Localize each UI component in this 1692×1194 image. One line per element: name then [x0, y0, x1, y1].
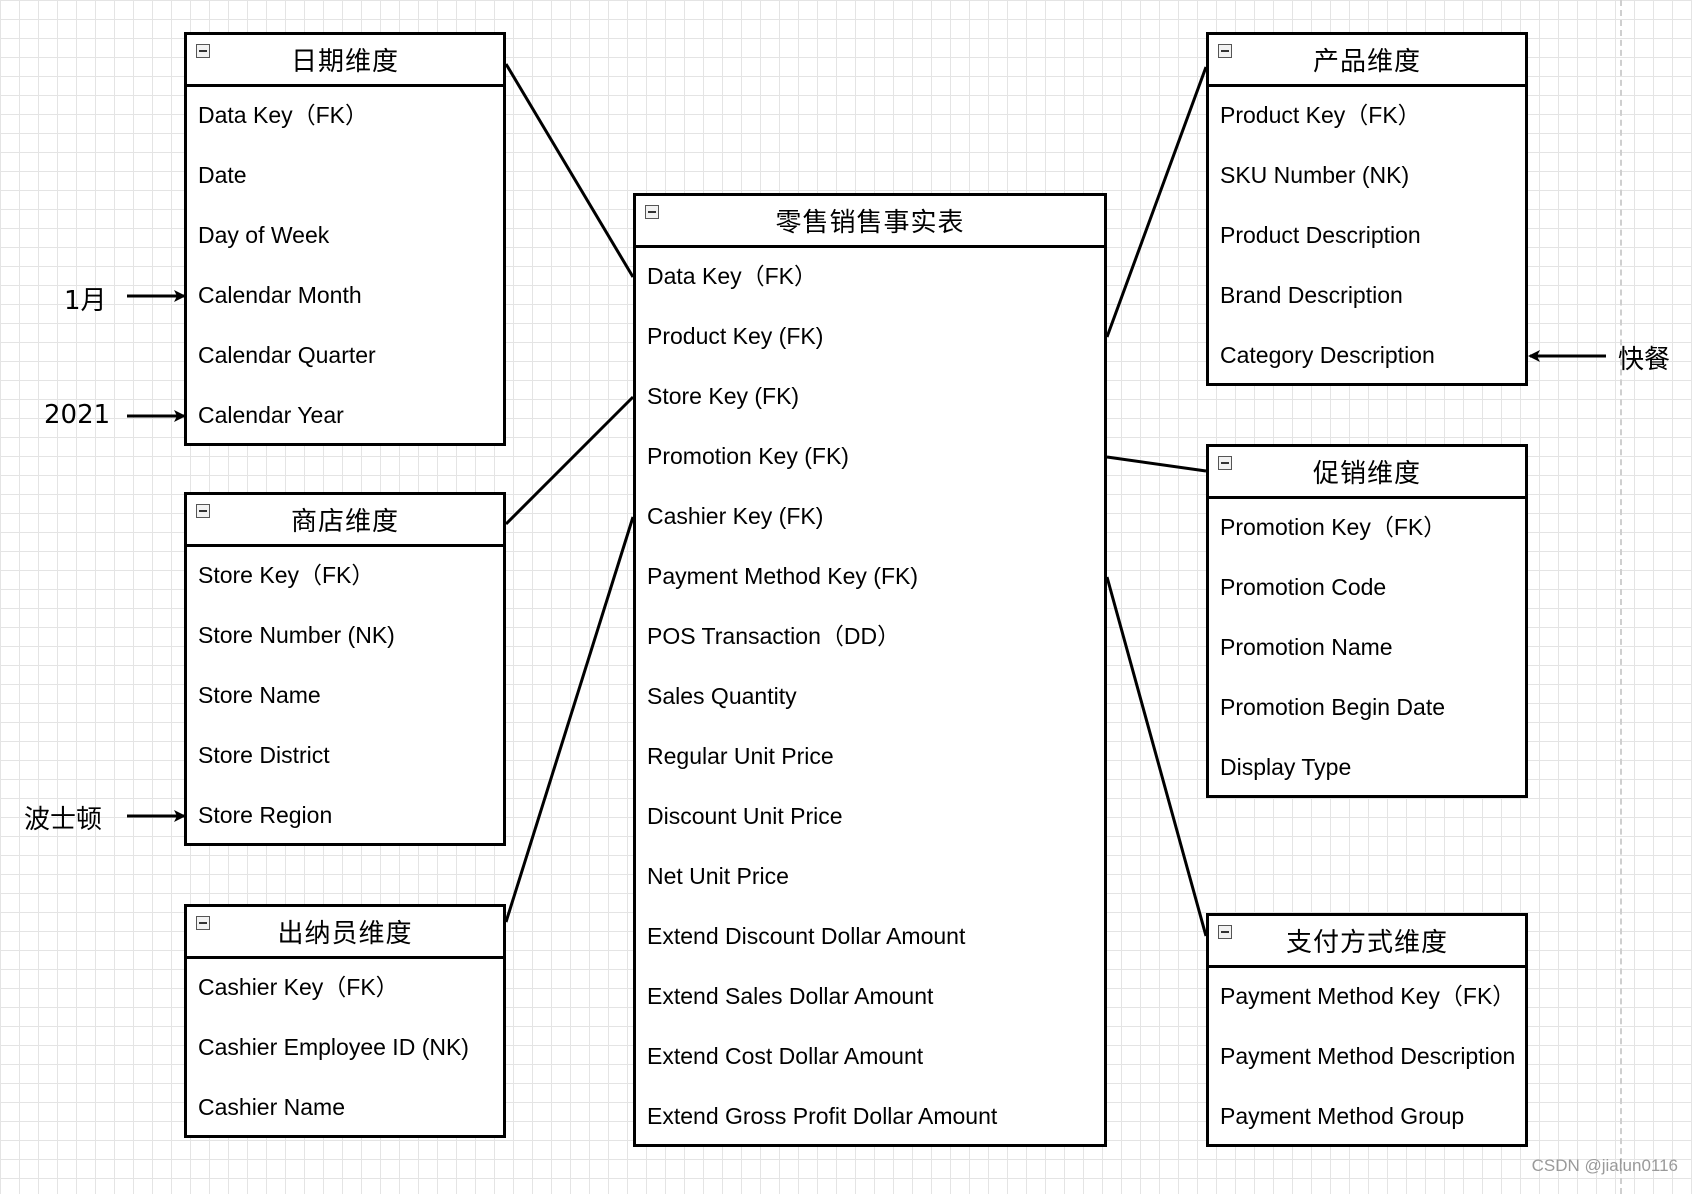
- fact-field[interactable]: Extend Sales Dollar Amount: [647, 983, 934, 1009]
- fact-field[interactable]: Data Key（FK）: [647, 263, 817, 289]
- collapse-icon[interactable]: [196, 916, 210, 930]
- product-dimension-table[interactable]: 产品维度 Product Key（FK） SKU Number (NK) Pro…: [1206, 32, 1528, 386]
- payment-field[interactable]: Payment Method Group: [1220, 1103, 1465, 1129]
- store-dimension-fields: Store Key（FK） Store Number (NK) Store Na…: [187, 547, 503, 847]
- store-dimension-table[interactable]: 商店维度 Store Key（FK） Store Number (NK) Sto…: [184, 492, 506, 846]
- link-promotion-dim: [1106, 455, 1207, 473]
- collapse-icon[interactable]: [645, 205, 659, 219]
- fact-table[interactable]: 零售销售事实表 Data Key（FK） Product Key (FK) St…: [633, 193, 1107, 1147]
- promotion-dimension-table[interactable]: 促销维度 Promotion Key（FK） Promotion Code Pr…: [1206, 444, 1528, 798]
- collapse-icon[interactable]: [1218, 456, 1232, 470]
- cashier-dimension-fields: Cashier Key（FK） Cashier Employee ID (NK)…: [187, 959, 503, 1139]
- fact-field[interactable]: Extend Discount Dollar Amount: [647, 923, 966, 949]
- fact-field[interactable]: Extend Cost Dollar Amount: [647, 1043, 924, 1069]
- month-example-label: 1月: [64, 286, 107, 316]
- promotion-field[interactable]: Promotion Key（FK）: [1220, 514, 1447, 540]
- fact-field[interactable]: Regular Unit Price: [647, 743, 834, 769]
- promotion-dimension-fields: Promotion Key（FK） Promotion Code Promoti…: [1209, 499, 1525, 799]
- category-example-label: 快餐: [1618, 345, 1671, 375]
- collapse-icon[interactable]: [1218, 44, 1232, 58]
- cashier-field[interactable]: Cashier Employee ID (NK): [198, 1034, 469, 1060]
- fact-table-title: 零售销售事实表: [775, 208, 965, 238]
- date-field[interactable]: Day of Week: [198, 222, 330, 248]
- link-store-dim: [504, 395, 635, 526]
- page-boundary-guide: [1620, 0, 1622, 1194]
- payment-dimension-header[interactable]: 支付方式维度: [1209, 916, 1525, 968]
- date-dimension-title: 日期维度: [290, 47, 399, 77]
- product-field[interactable]: Product Key（FK）: [1220, 102, 1421, 128]
- region-example-label: 波士顿: [24, 805, 103, 835]
- link-payment-dim: [1105, 576, 1208, 937]
- date-field[interactable]: Calendar Quarter: [198, 342, 376, 368]
- date-field[interactable]: Calendar Month: [198, 282, 362, 308]
- link-date-dim: [504, 63, 635, 278]
- product-field[interactable]: SKU Number (NK): [1220, 162, 1410, 188]
- store-field[interactable]: Store Number (NK): [198, 622, 395, 648]
- link-product-dim: [1105, 66, 1208, 338]
- fact-field[interactable]: POS Transaction（DD）: [647, 623, 901, 649]
- product-field[interactable]: Brand Description: [1220, 282, 1403, 308]
- fact-field[interactable]: Product Key (FK): [647, 323, 824, 349]
- store-field[interactable]: Store Region: [198, 802, 333, 828]
- date-dimension-table[interactable]: 日期维度 Data Key（FK） Date Day of Week Calen…: [184, 32, 506, 446]
- store-field[interactable]: Store Name: [198, 682, 321, 708]
- fact-field[interactable]: Store Key (FK): [647, 383, 800, 409]
- date-field[interactable]: Date: [198, 162, 247, 188]
- fact-table-fields: Data Key（FK） Product Key (FK) Store Key …: [636, 248, 1104, 1148]
- product-dimension-header[interactable]: 产品维度: [1209, 35, 1525, 87]
- store-dimension-title: 商店维度: [290, 507, 399, 537]
- payment-field[interactable]: Payment Method Description: [1220, 1043, 1516, 1069]
- promotion-dimension-header[interactable]: 促销维度: [1209, 447, 1525, 499]
- link-cashier-dim: [504, 516, 635, 923]
- promotion-field[interactable]: Promotion Name: [1220, 634, 1393, 660]
- date-dimension-header[interactable]: 日期维度: [187, 35, 503, 87]
- collapse-icon[interactable]: [196, 504, 210, 518]
- payment-dimension-title: 支付方式维度: [1285, 928, 1448, 958]
- cashier-field[interactable]: Cashier Key（FK）: [198, 974, 399, 1000]
- payment-field[interactable]: Payment Method Key（FK）: [1220, 983, 1516, 1009]
- collapse-icon[interactable]: [196, 44, 210, 58]
- fact-field[interactable]: Cashier Key (FK): [647, 503, 824, 529]
- promotion-dimension-title: 促销维度: [1312, 459, 1421, 489]
- product-field[interactable]: Product Description: [1220, 222, 1421, 248]
- promotion-field[interactable]: Display Type: [1220, 754, 1352, 780]
- payment-dimension-fields: Payment Method Key（FK） Payment Method De…: [1209, 968, 1525, 1148]
- promotion-field[interactable]: Promotion Code: [1220, 574, 1387, 600]
- fact-field[interactable]: Promotion Key (FK): [647, 443, 849, 469]
- product-field[interactable]: Category Description: [1220, 342, 1435, 368]
- product-dimension-title: 产品维度: [1312, 47, 1421, 77]
- payment-dimension-table[interactable]: 支付方式维度 Payment Method Key（FK） Payment Me…: [1206, 913, 1528, 1147]
- date-field[interactable]: Calendar Year: [198, 402, 344, 428]
- cashier-dimension-header[interactable]: 出纳员维度: [187, 907, 503, 959]
- fact-field[interactable]: Payment Method Key (FK): [647, 563, 918, 589]
- fact-field[interactable]: Extend Gross Profit Dollar Amount: [647, 1103, 998, 1129]
- store-dimension-header[interactable]: 商店维度: [187, 495, 503, 547]
- cashier-field[interactable]: Cashier Name: [198, 1094, 345, 1120]
- date-dimension-fields: Data Key（FK） Date Day of Week Calendar M…: [187, 87, 503, 447]
- fact-table-header[interactable]: 零售销售事实表: [636, 196, 1104, 248]
- watermark: CSDN @jialun0116: [1531, 1156, 1678, 1175]
- store-field[interactable]: Store Key（FK）: [198, 562, 375, 588]
- cashier-dimension-title: 出纳员维度: [277, 919, 413, 949]
- fact-field[interactable]: Net Unit Price: [647, 863, 789, 889]
- store-field[interactable]: Store District: [198, 742, 330, 768]
- year-example-label: 2021: [44, 400, 111, 430]
- promotion-field[interactable]: Promotion Begin Date: [1220, 694, 1446, 720]
- collapse-icon[interactable]: [1218, 925, 1232, 939]
- fact-field[interactable]: Sales Quantity: [647, 683, 797, 709]
- product-dimension-fields: Product Key（FK） SKU Number (NK) Product …: [1209, 87, 1525, 387]
- cashier-dimension-table[interactable]: 出纳员维度 Cashier Key（FK） Cashier Employee I…: [184, 904, 506, 1138]
- fact-field[interactable]: Discount Unit Price: [647, 803, 843, 829]
- date-field[interactable]: Data Key（FK）: [198, 102, 368, 128]
